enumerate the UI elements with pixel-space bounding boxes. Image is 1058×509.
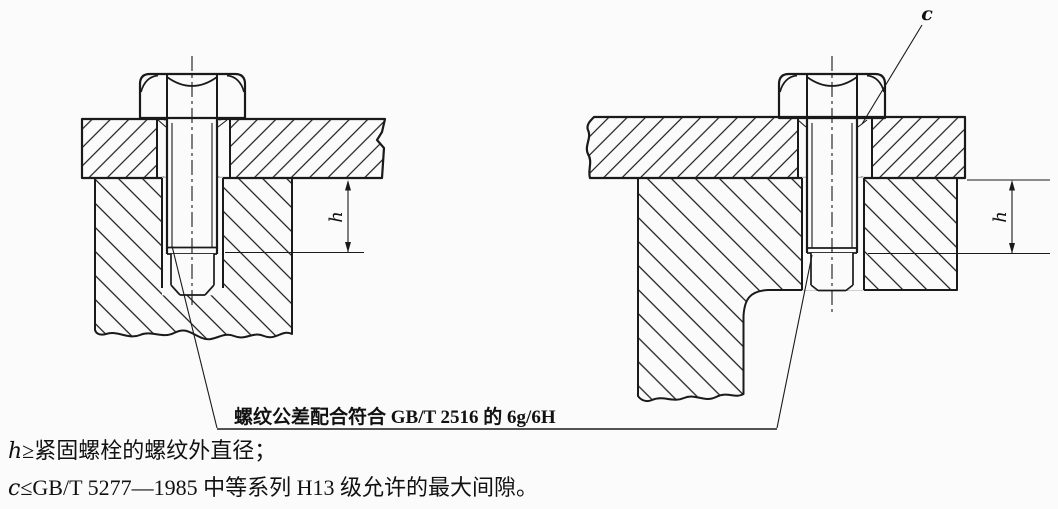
thread-tolerance-note: 螺纹公差配合符合 GB/T 2516 的 6g/6H [217,405,777,430]
left-upper-plate [80,117,387,180]
right-h-label: h [990,211,1011,223]
thread-note-text: 螺纹公差配合符合 GB/T 2516 的 6g/6H [234,405,556,428]
right-h-dimension: h [868,179,1050,255]
c-callout: c [861,3,933,125]
left-bolt-head [138,72,247,120]
right-figure: h c [585,3,1050,429]
footnote-h: h≥紧固螺栓的螺纹外直径； [8,438,276,464]
right-lower-part [637,177,958,403]
c-leader [861,24,923,125]
left-h-dimension: h [225,180,364,254]
right-upper-plate [585,115,967,180]
right-thread-leader [776,254,813,429]
left-thread-leader [171,245,218,429]
c-label: c [921,3,933,25]
left-h-label: h [326,211,347,223]
footnote-c: c≤GB/T 5277—1985 中等系列 H13 级允许的最大间隙。 [8,475,538,501]
right-bolt-head [777,72,887,120]
left-figure: h [80,56,387,429]
